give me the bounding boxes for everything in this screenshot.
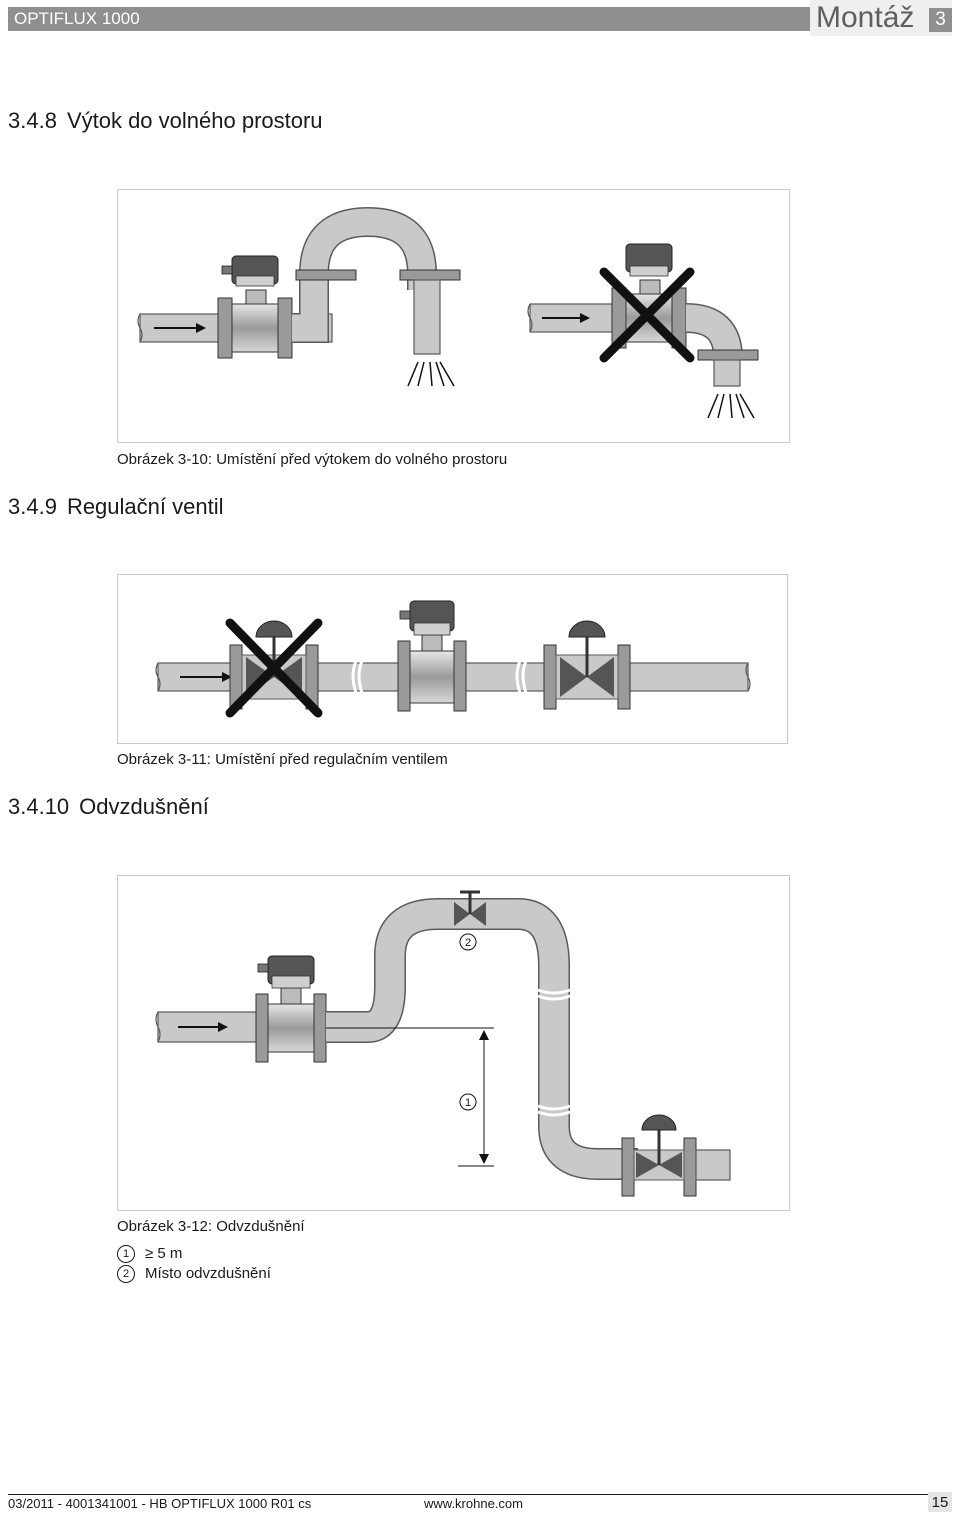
heading-number: 3.4.10 <box>8 794 70 819</box>
heading-number: 3.4.8 <box>8 108 57 133</box>
legend-text: 5 m <box>157 1245 183 1262</box>
header-bar <box>8 7 952 31</box>
control-valve <box>621 1114 697 1197</box>
cross-mark <box>225 618 323 718</box>
callout-2 <box>459 933 477 951</box>
heading-3-4-8: 3.4.8 Výtok do volného prostoru <box>8 108 323 134</box>
height-dimension <box>326 1027 494 1167</box>
page-number: 15 <box>928 1492 952 1512</box>
footer-rule <box>8 1494 952 1495</box>
control-valve-diagram <box>155 600 751 718</box>
heading-number: 3.4.9 <box>8 494 57 519</box>
legend-marker: 2 <box>117 1265 135 1283</box>
venting-diagram: 2 1 <box>155 890 731 1197</box>
heading-title: Regulační ventil <box>66 494 224 519</box>
caption-3-12: Obrázek 3-12: Odvzdušnění <box>117 1218 305 1235</box>
heading-title: Odvzdušnění <box>79 794 209 819</box>
legend-symbol: ≥ <box>145 1245 154 1262</box>
legend-text: Místo odvzdušnění <box>145 1265 271 1282</box>
figure-3-10 <box>117 189 790 443</box>
flowmeter <box>255 955 327 1063</box>
heading-3-4-10: 3.4.10 Odvzdušnění <box>8 794 209 820</box>
caption-3-10: Obrázek 3-10: Umístění před výtokem do v… <box>117 451 508 468</box>
figure-3-11 <box>117 574 788 744</box>
outlet-pipe <box>413 279 441 355</box>
free-outlet-diagram <box>137 206 759 419</box>
figure-3-12: 2 1 <box>117 875 790 1211</box>
callout-1 <box>459 1093 477 1111</box>
heading-title: Výtok do volného prostoru <box>66 108 323 133</box>
cross-mark <box>599 267 695 363</box>
free-outlet-spray <box>407 361 455 387</box>
footer-doc-id: 03/2011 - 4001341001 - HB OPTIFLUX 1000 … <box>8 1496 312 1511</box>
footer-url: www.krohne.com <box>424 1496 523 1511</box>
legend-marker: 1 <box>117 1245 135 1263</box>
flowmeter <box>397 600 467 712</box>
product-name: OPTIFLUX 1000 <box>14 9 140 28</box>
section-title: Montáž <box>816 1 915 34</box>
chapter-number: 3 <box>929 8 952 32</box>
vent-valve <box>454 890 486 926</box>
heading-3-4-9: 3.4.9 Regulační ventil <box>8 494 223 520</box>
control-valve-correct <box>543 620 631 710</box>
callout-1-label: 1 <box>465 1097 471 1109</box>
legend-item-2: 2 Místo odvzdušnění <box>117 1265 271 1283</box>
caption-3-11: Obrázek 3-11: Umístění před regulačním v… <box>117 751 448 768</box>
header-section-box <box>810 0 952 36</box>
legend-item-1: 1 ≥ 5 m <box>117 1245 182 1263</box>
flowmeter-correct <box>217 255 293 359</box>
callout-2-label: 2 <box>465 937 471 949</box>
